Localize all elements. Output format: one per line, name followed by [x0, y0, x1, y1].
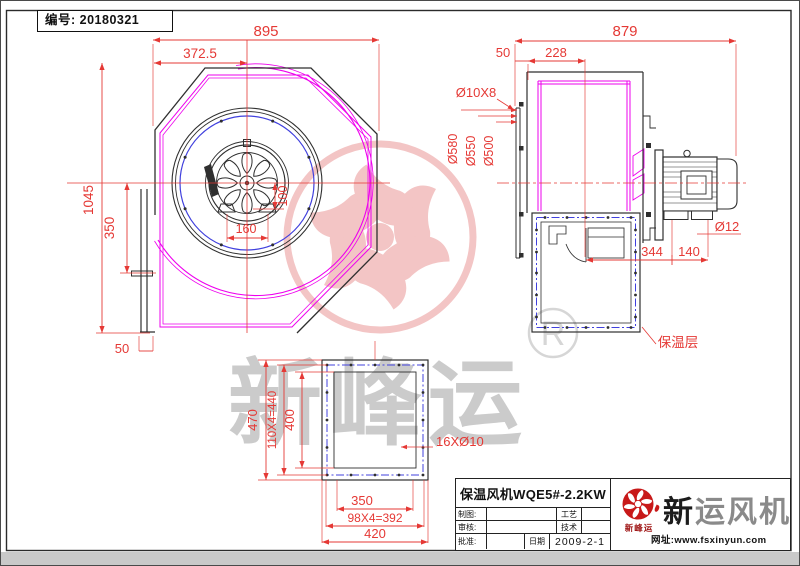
approved-value: [487, 534, 525, 549]
dim-bolt-cols: 98X4=392: [347, 511, 402, 525]
outlet-duct: [140, 189, 155, 333]
motor-foot-right: [691, 210, 713, 220]
registered-mark-letter: R: [541, 315, 566, 353]
sheet-frame: [5, 9, 792, 552]
title-block-row-2: 审核: 技术: [456, 521, 610, 534]
insulation-label: 保温层: [658, 335, 699, 350]
dim-dia-inner: Ø500: [482, 136, 496, 167]
dim-motor-offset: 344: [641, 244, 663, 259]
side-view: 879 50 228 Ø10X8 Ø580 Ø550 Ø500 Ø12 344 …: [446, 23, 748, 350]
housing-octagon: [154, 67, 378, 334]
process-label: 工艺: [557, 508, 582, 520]
flange-inner: [333, 371, 417, 469]
checked-label: 审核:: [456, 521, 487, 533]
dim-foot-spacing: 140: [678, 244, 700, 259]
dim-housing-depth: 228: [545, 45, 567, 60]
dim-flange-depth: 50: [496, 45, 510, 60]
drawn-label: 制图:: [456, 508, 487, 520]
insulated-box: [531, 212, 641, 333]
front-view: 895 372.5 1045 350 50 160 100: [67, 23, 390, 356]
dim-overall-width: 895: [253, 23, 278, 40]
motor-end-cap: [716, 158, 738, 210]
dim-hub-drop: 100: [276, 186, 290, 207]
dim-dia-mid: Ø550: [464, 136, 478, 167]
dim-flange-width: 420: [364, 526, 386, 541]
registered-mark-circle: [527, 307, 579, 359]
brand-name: 新运风机: [663, 487, 791, 531]
logo-caption: 新峰运: [624, 523, 654, 533]
title-block-table: 保温风机WQE5#-2.2KW 制图: 工艺 审核: 技术 批准: 日期 200…: [456, 479, 611, 550]
brand-name-first: 新: [663, 496, 695, 529]
sheet-margin-strip: [0, 552, 800, 566]
title-block-logo-area: 新峰运 新运风机 网址:www.fsxinyun.com: [611, 479, 790, 550]
cutoff-plate: [204, 164, 219, 197]
dim-inlet-offset: 372.5: [183, 46, 217, 61]
box-bolt-dots: [535, 216, 637, 329]
company-logo-icon: [622, 488, 654, 520]
process-value: [582, 508, 610, 520]
dim-dia-outer: Ø580: [446, 134, 460, 165]
dim-duct-gap: 50: [115, 341, 129, 356]
date-label: 日期: [525, 534, 550, 549]
approved-label: 批准:: [456, 534, 487, 549]
serial-number-text: 编号: 20180321: [45, 13, 140, 27]
flange-view: 470 110X4=440 400 350 98X4=392 420 16XØ1…: [245, 341, 484, 545]
drawn-value: [487, 508, 557, 520]
date-value: 2009-2-1: [554, 535, 606, 548]
watermark-brand-text: 新峰运: [228, 351, 528, 456]
drawing-title: 保温风机WQE5#-2.2KW: [456, 479, 610, 508]
dim-foot-hole: Ø12: [715, 219, 740, 234]
flange-bolt-note: 16XØ10: [436, 434, 484, 449]
motor-flange-plate: [654, 149, 664, 241]
dim-hub-width: 160: [236, 222, 257, 236]
dim-overall-height: 1045: [81, 185, 96, 215]
dim-inner-width: 350: [351, 493, 373, 508]
bolt-dots-front: [183, 119, 311, 247]
checked-value: [487, 521, 557, 533]
dim-flange-holes: Ø10X8: [456, 85, 496, 100]
dim-bolt-rows: 110X4=440: [267, 391, 279, 449]
title-block: 保温风机WQE5#-2.2KW 制图: 工艺 审核: 技术 批准: 日期 200…: [455, 478, 791, 551]
dim-inner-height: 400: [282, 409, 297, 431]
title-block-row-3: 批准: 日期 2009-2-1: [456, 534, 610, 549]
tech-value: [582, 521, 610, 533]
title-block-row-1: 制图: 工艺: [456, 508, 610, 521]
dim-flange-height: 470: [245, 409, 260, 431]
dim-outlet-drop: 350: [102, 217, 117, 240]
motor-foot-left: [663, 210, 689, 220]
tech-label: 技术: [557, 521, 582, 533]
dim-overall-depth: 879: [612, 23, 637, 40]
brand-name-rest: 运风机: [695, 496, 791, 529]
website-text: 网址:www.fsxinyun.com: [651, 535, 767, 546]
brand-accent-mark: [653, 504, 661, 513]
motor-eyebolt: [683, 149, 691, 158]
serial-number-box: 编号: 20180321: [37, 10, 173, 32]
